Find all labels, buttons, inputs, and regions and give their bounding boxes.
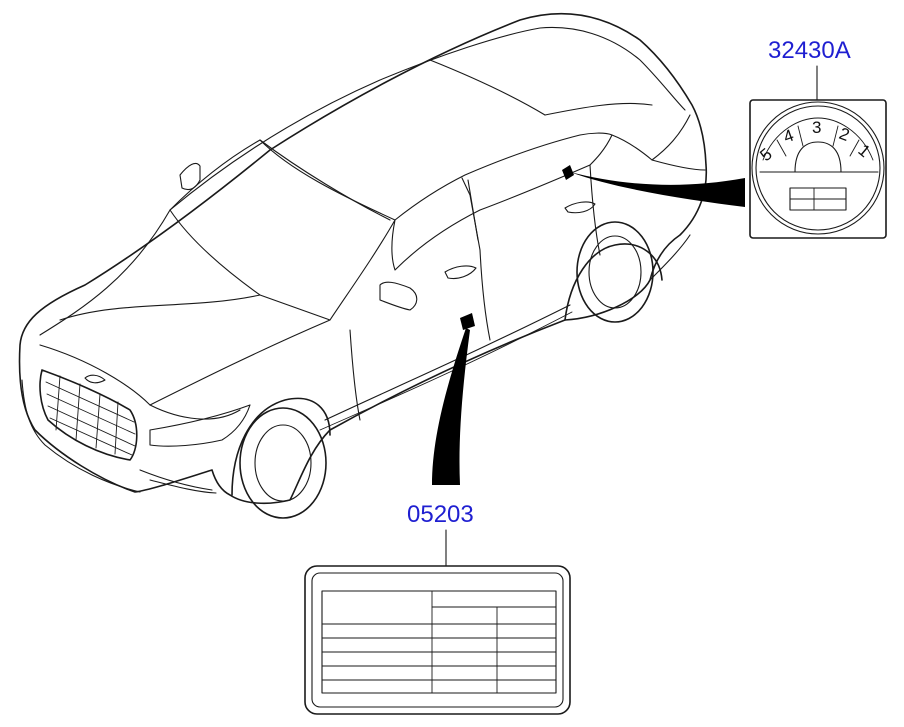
fuel-door-label-detail: 5 4 3 2 1 (749, 99, 887, 239)
tire-pressure-label-detail (304, 565, 571, 715)
fuel-scale-number-5: 5 (756, 144, 775, 165)
leader-arrow-fuel (570, 172, 745, 207)
fuel-scale-number-4: 4 (781, 126, 796, 147)
part-number-callout-05203[interactable]: 05203 (407, 501, 474, 528)
fuel-scale-number-2: 2 (837, 124, 852, 145)
car-illustration (18, 12, 708, 519)
fuel-scale-number-3: 3 (812, 118, 821, 137)
leader-arrow-tire (432, 328, 470, 485)
part-number-callout-32430a[interactable]: 32430A (768, 37, 851, 64)
